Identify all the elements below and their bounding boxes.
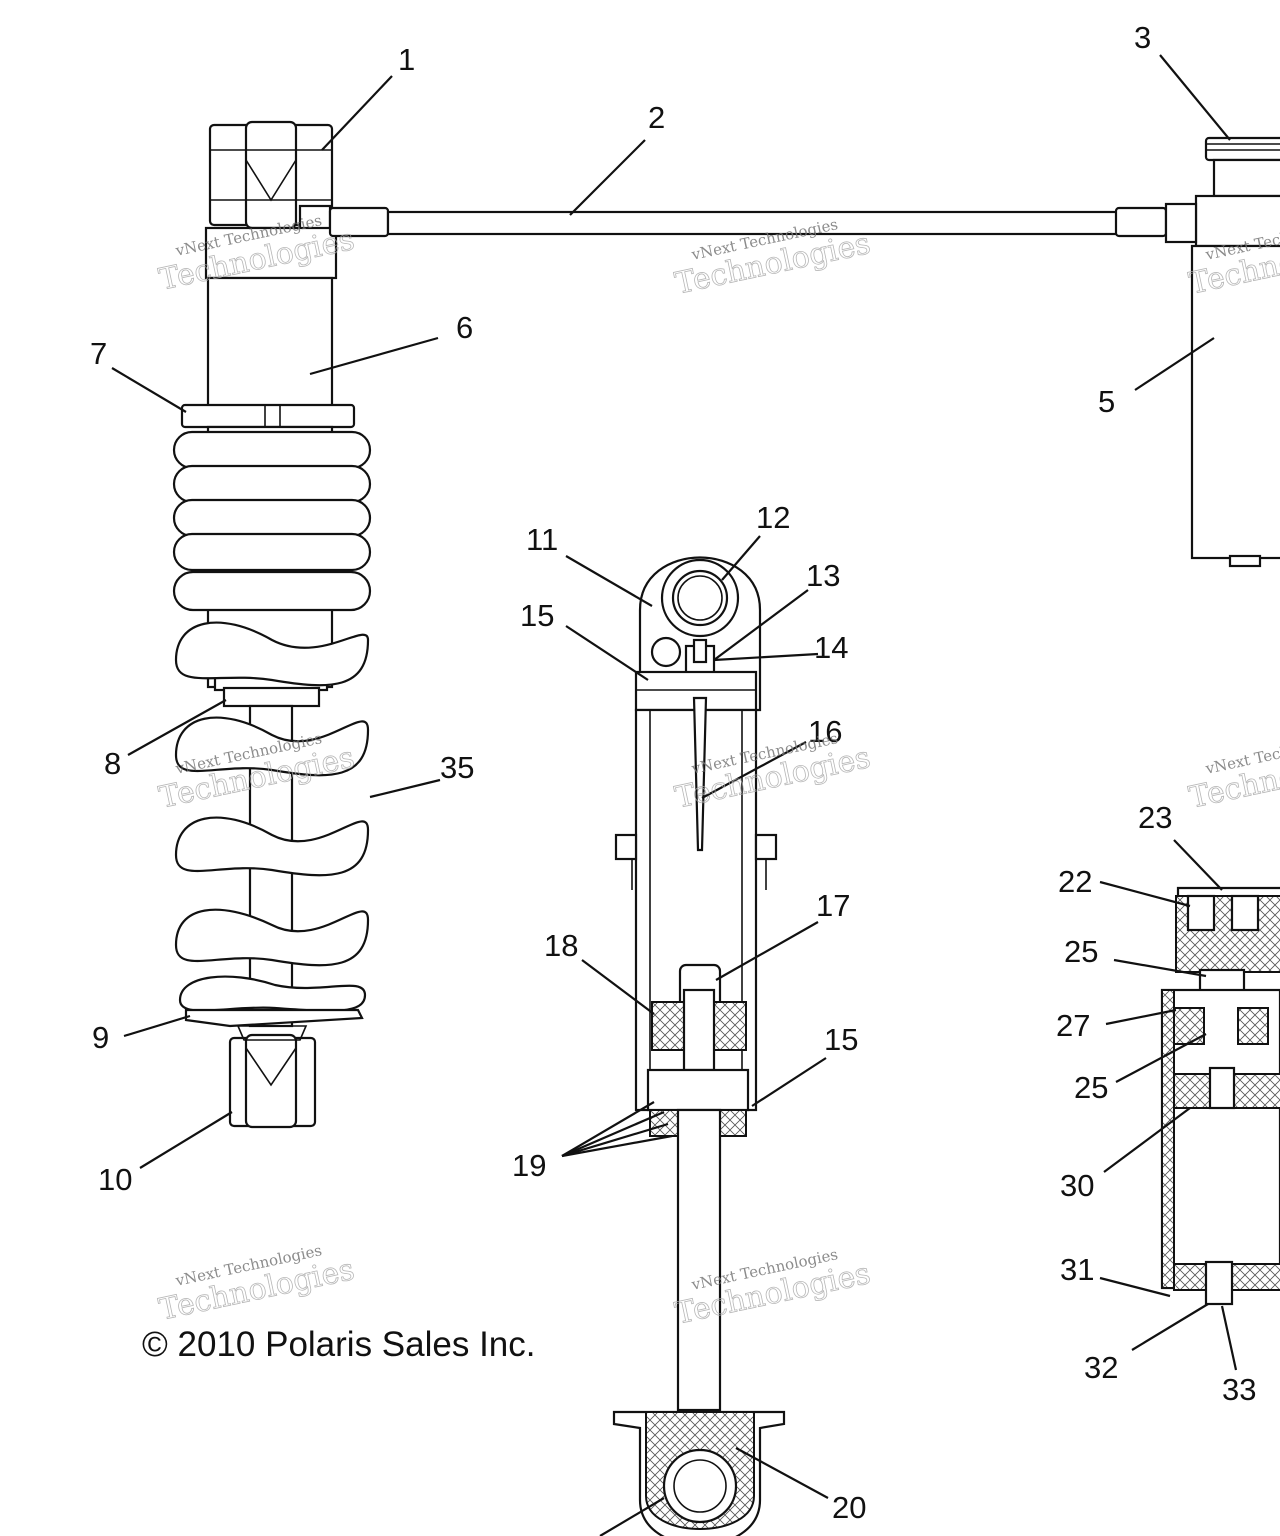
callout-5: 5: [1098, 384, 1115, 419]
callout-17: 17: [816, 888, 850, 923]
center-shock-cutaway: [612, 556, 786, 1536]
callout-25-bottom: 25: [1074, 1070, 1108, 1105]
seal-head-part: [649, 1109, 681, 1137]
callout-31: 31: [1060, 1252, 1094, 1287]
callout-9: 9: [92, 1020, 109, 1055]
callout-7: 7: [90, 336, 107, 371]
callout-2: 2: [648, 100, 665, 135]
spring-retainer-part: [180, 403, 356, 429]
shock-body-part: [206, 276, 334, 410]
top-eyelet-part: [208, 120, 334, 230]
callout-12: 12: [756, 500, 790, 535]
left-shock-exterior: [172, 120, 372, 1129]
callout-16: 16: [808, 714, 842, 749]
reservoir-part: [1164, 136, 1280, 568]
callout-6: 6: [456, 310, 473, 345]
callout-27: 27: [1056, 1008, 1090, 1043]
metering-rod-part: [692, 696, 708, 852]
reservoir-cutaway: [1160, 886, 1280, 1306]
leader-lines: [111, 54, 1238, 1536]
callout-25-top: 25: [1064, 934, 1098, 969]
reservoir-hose-part: [328, 206, 1168, 238]
callout-35: 35: [440, 750, 474, 785]
nut-part: [222, 686, 321, 708]
lower-eyelet-part: [228, 1025, 317, 1129]
schrader-valve-part: [1204, 1260, 1234, 1306]
callout-11: 11: [526, 522, 558, 557]
callout-14: 14: [814, 630, 848, 665]
callout-15-top: 15: [520, 598, 554, 633]
callout-20: 20: [832, 1490, 866, 1525]
callout-10: 10: [98, 1162, 132, 1197]
callout-15-bottom: 15: [824, 1022, 858, 1057]
copyright-notice: © 2010 Polaris Sales Inc.: [142, 1325, 536, 1364]
callout-18: 18: [544, 928, 578, 963]
callout-13: 13: [806, 558, 840, 593]
piston-part: [651, 1001, 685, 1051]
callout-19: 19: [512, 1148, 546, 1183]
callout-23: 23: [1138, 800, 1172, 835]
callout-labels: 1 2 3 5 6 7 8 35 9 10 11 12 13 14 15 16 …: [90, 20, 1256, 1525]
callout-3: 3: [1134, 20, 1151, 55]
callout-33: 33: [1222, 1372, 1256, 1407]
callout-30: 30: [1060, 1168, 1094, 1203]
spring-part: [172, 430, 372, 1013]
callout-8: 8: [104, 746, 121, 781]
callout-1: 1: [398, 42, 415, 77]
callout-22: 22: [1058, 864, 1092, 899]
spring-seat-part: [184, 1008, 364, 1028]
callout-32: 32: [1084, 1350, 1118, 1385]
cutaway-shaft: [676, 1108, 722, 1412]
